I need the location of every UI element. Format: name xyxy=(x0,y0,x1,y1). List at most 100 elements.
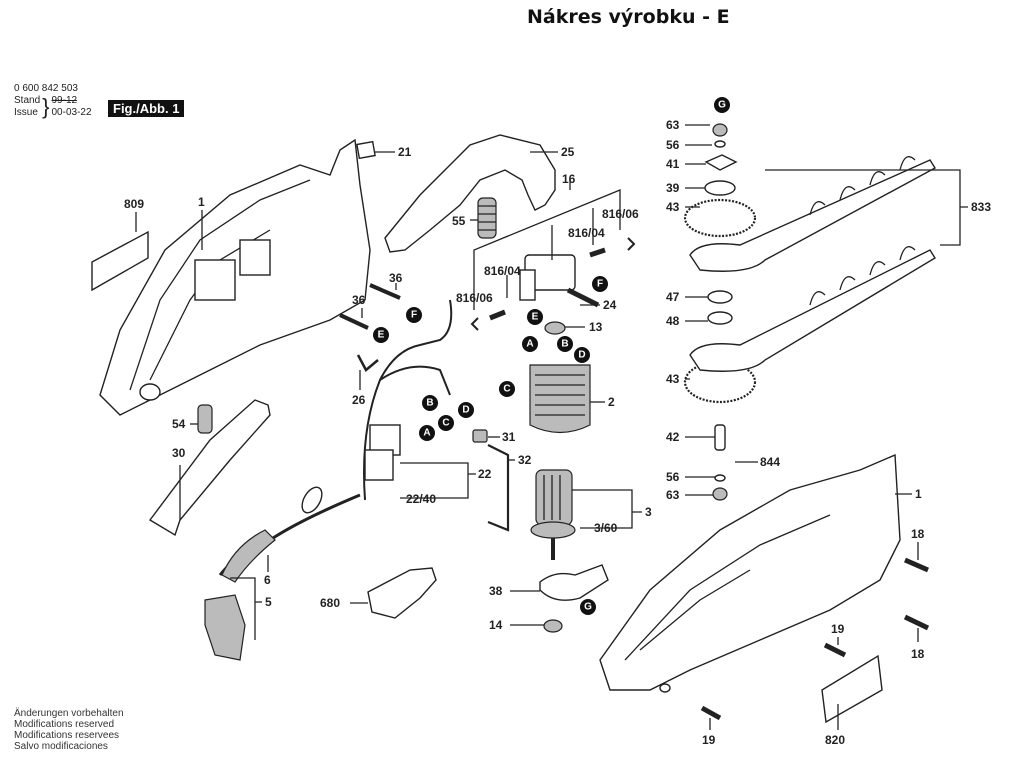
armature-3[interactable] xyxy=(530,469,576,560)
callout-816-04-left[interactable]: 816/04 xyxy=(484,264,521,278)
callout-41[interactable]: 41 xyxy=(666,157,680,171)
callout-32[interactable]: 32 xyxy=(518,453,532,467)
callout-1-left[interactable]: 1 xyxy=(198,195,205,209)
screw-18-lower xyxy=(903,614,930,631)
spring-54 xyxy=(197,404,213,434)
footer-notice: Änderungen vorbehalten Modifications res… xyxy=(14,708,124,752)
svg-text:A: A xyxy=(423,428,430,439)
callout-2[interactable]: 2 xyxy=(608,395,615,409)
stand-label: Stand xyxy=(14,95,41,106)
callout-36-lower[interactable]: 36 xyxy=(352,293,366,307)
bearing-14 xyxy=(543,619,563,633)
brush-31 xyxy=(472,429,488,443)
callout-3[interactable]: 3 xyxy=(645,505,652,519)
rod-36-lower xyxy=(339,313,369,330)
plug-5 xyxy=(204,594,246,661)
callout-22[interactable]: 22 xyxy=(478,467,492,481)
figure-label: Fig./Abb. 1 xyxy=(108,100,185,117)
screw-19-bottom xyxy=(700,705,722,721)
callout-21[interactable]: 21 xyxy=(398,145,412,159)
callout-14[interactable]: 14 xyxy=(489,618,503,632)
callout-844[interactable]: 844 xyxy=(760,455,780,469)
callout-809[interactable]: 809 xyxy=(124,197,144,211)
wire-32 xyxy=(487,444,510,532)
blades-833[interactable] xyxy=(689,156,936,372)
issue-date: 00-03-22 xyxy=(51,107,92,118)
strain-relief-loop xyxy=(301,486,323,514)
cable-sleeve-6 xyxy=(221,529,276,583)
plate-38 xyxy=(539,564,609,601)
rod-36-upper xyxy=(369,283,401,300)
brush-holder-16[interactable] xyxy=(470,237,636,331)
callout-39[interactable]: 39 xyxy=(666,181,680,195)
callout-56-bottom[interactable]: 56 xyxy=(666,470,680,484)
svg-text:D: D xyxy=(462,405,469,416)
brace: } xyxy=(42,94,50,119)
callout-1-right[interactable]: 1 xyxy=(915,487,922,501)
spring-55 xyxy=(477,197,497,239)
connector-badge-e-wire: E xyxy=(373,327,389,343)
housing-left[interactable] xyxy=(99,138,371,416)
callout-833[interactable]: 833 xyxy=(971,200,991,214)
part-number: 0 600 842 503 xyxy=(14,83,78,94)
callout-816-06-right[interactable]: 816/06 xyxy=(602,207,639,221)
footer-line-de: Änderungen vorbehalten xyxy=(14,708,124,719)
callout-18-upper[interactable]: 18 xyxy=(911,527,925,541)
callout-820[interactable]: 820 xyxy=(825,733,845,747)
svg-text:G: G xyxy=(718,100,726,111)
callout-816-04-right[interactable]: 816/04 xyxy=(568,226,605,240)
callout-30[interactable]: 30 xyxy=(172,446,186,460)
document-meta: 0 600 842 503 Stand Issue } 99-12 00-03-… xyxy=(14,83,92,119)
label-820 xyxy=(821,654,883,724)
handle-25[interactable] xyxy=(384,134,556,253)
screw-18-upper xyxy=(904,557,929,573)
callout-63-bottom[interactable]: 63 xyxy=(666,488,680,502)
callout-19-bottom[interactable]: 19 xyxy=(702,733,716,747)
callout-48[interactable]: 48 xyxy=(666,314,680,328)
callout-36-upper[interactable]: 36 xyxy=(389,271,403,285)
connector-badge-g-top: G xyxy=(714,97,730,113)
connector-badge-g-plate: G xyxy=(580,599,596,615)
callout-816-06-left[interactable]: 816/06 xyxy=(456,291,493,305)
connector-badge-f-brush: F xyxy=(592,276,608,292)
callout-31[interactable]: 31 xyxy=(502,430,516,444)
svg-text:C: C xyxy=(442,418,449,429)
callout-19-right[interactable]: 19 xyxy=(831,622,845,636)
callout-63-top[interactable]: 63 xyxy=(666,118,680,132)
gear-stack[interactable] xyxy=(683,123,757,501)
callout-47[interactable]: 47 xyxy=(666,290,680,304)
callout-56-top[interactable]: 56 xyxy=(666,138,680,152)
callout-18-lower[interactable]: 18 xyxy=(911,647,925,661)
svg-text:B: B xyxy=(561,339,568,350)
connector-badge-e-brush: E xyxy=(527,309,543,325)
callout-25[interactable]: 25 xyxy=(561,145,575,159)
svg-text:F: F xyxy=(597,279,603,290)
switch-wiring[interactable] xyxy=(363,299,453,501)
callout-43-top[interactable]: 43 xyxy=(666,200,680,214)
page-title: Nákres výrobku - E xyxy=(527,6,730,28)
callout-5[interactable]: 5 xyxy=(265,595,272,609)
callout-16[interactable]: 16 xyxy=(562,172,576,186)
callout-38[interactable]: 38 xyxy=(489,584,503,598)
callout-22-40[interactable]: 22/40 xyxy=(406,492,436,506)
callout-43-bottom[interactable]: 43 xyxy=(666,372,680,386)
label-809 xyxy=(91,230,149,292)
callout-6[interactable]: 6 xyxy=(264,573,271,587)
callout-42[interactable]: 42 xyxy=(666,430,680,444)
callout-55[interactable]: 55 xyxy=(452,214,466,228)
callout-13[interactable]: 13 xyxy=(589,320,603,334)
field-coil-2[interactable] xyxy=(529,364,591,434)
screw-19-right xyxy=(823,642,847,658)
callout-labels: 809 1 21 25 16 55 816/06 816/04 816/04 8… xyxy=(124,118,991,747)
callout-26[interactable]: 26 xyxy=(352,393,366,407)
housing-right[interactable] xyxy=(599,453,901,693)
callout-3-60[interactable]: 3/60 xyxy=(594,521,618,535)
callout-54[interactable]: 54 xyxy=(172,417,186,431)
issue-label: Issue xyxy=(14,107,38,118)
callout-680[interactable]: 680 xyxy=(320,596,340,610)
bearing-13 xyxy=(544,321,566,335)
svg-text:C: C xyxy=(503,384,510,395)
callout-24[interactable]: 24 xyxy=(603,298,617,312)
hanger-680 xyxy=(367,567,437,619)
svg-text:A: A xyxy=(526,339,533,350)
